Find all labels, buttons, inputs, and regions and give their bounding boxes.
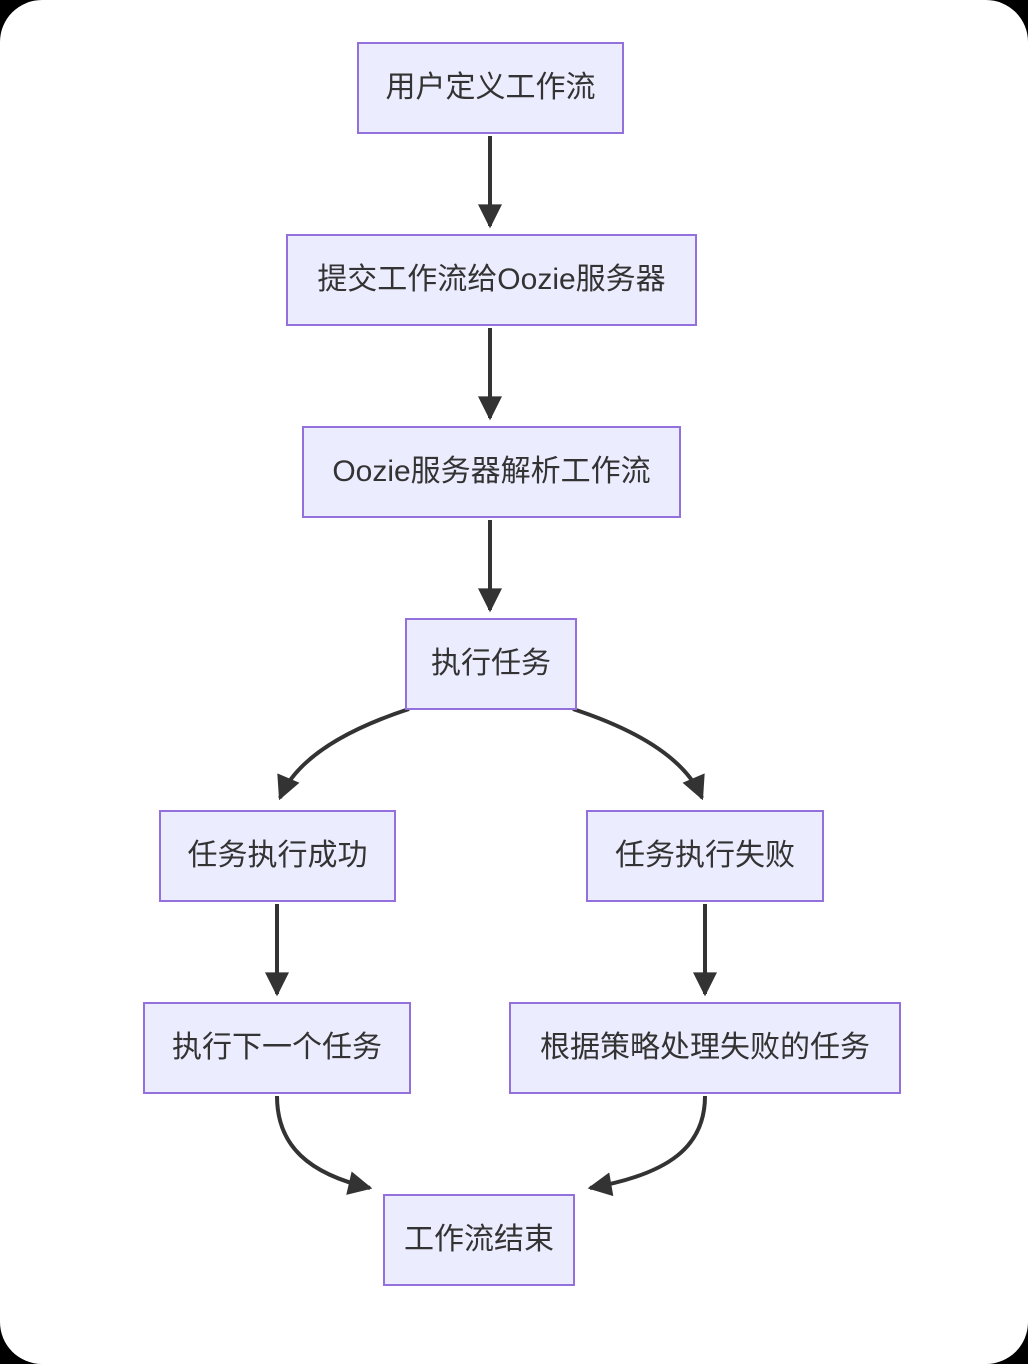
edge-handlefail-to-end (587, 1095, 707, 1197)
node-execute-next-task: 执行下一个任务 (143, 1002, 411, 1094)
node-handle-failed-task-by-policy: 根据策略处理失败的任务 (509, 1002, 901, 1094)
node-workflow-end: 工作流结束 (383, 1194, 575, 1286)
node-oozie-parses-workflow-label: Oozie服务器解析工作流 (332, 455, 651, 488)
node-oozie-parses-workflow: Oozie服务器解析工作流 (302, 426, 681, 518)
node-workflow-end-label: 工作流结束 (404, 1223, 554, 1256)
node-task-failure-label: 任务执行失败 (615, 839, 795, 872)
node-task-success: 任务执行成功 (159, 810, 396, 902)
node-execute-next-task-label: 执行下一个任务 (172, 1031, 382, 1064)
node-user-defines-workflow: 用户定义工作流 (357, 42, 624, 134)
node-task-failure: 任务执行失败 (586, 810, 824, 902)
edge-execute-to-success (277, 707, 410, 801)
node-user-defines-workflow-label: 用户定义工作流 (385, 71, 596, 104)
edge-execute-to-fail (572, 707, 705, 801)
node-task-success-label: 任务执行成功 (187, 839, 368, 872)
node-handle-failed-task-by-policy-label: 根据策略处理失败的任务 (540, 1031, 870, 1064)
node-execute-task: 执行任务 (405, 618, 577, 710)
node-submit-workflow-to-oozie: 提交工作流给Oozie服务器 (286, 234, 697, 326)
node-submit-workflow-to-oozie-label: 提交工作流给Oozie服务器 (317, 263, 666, 296)
node-execute-task-label: 执行任务 (431, 647, 551, 680)
edge-nexttask-to-end (275, 1095, 373, 1195)
